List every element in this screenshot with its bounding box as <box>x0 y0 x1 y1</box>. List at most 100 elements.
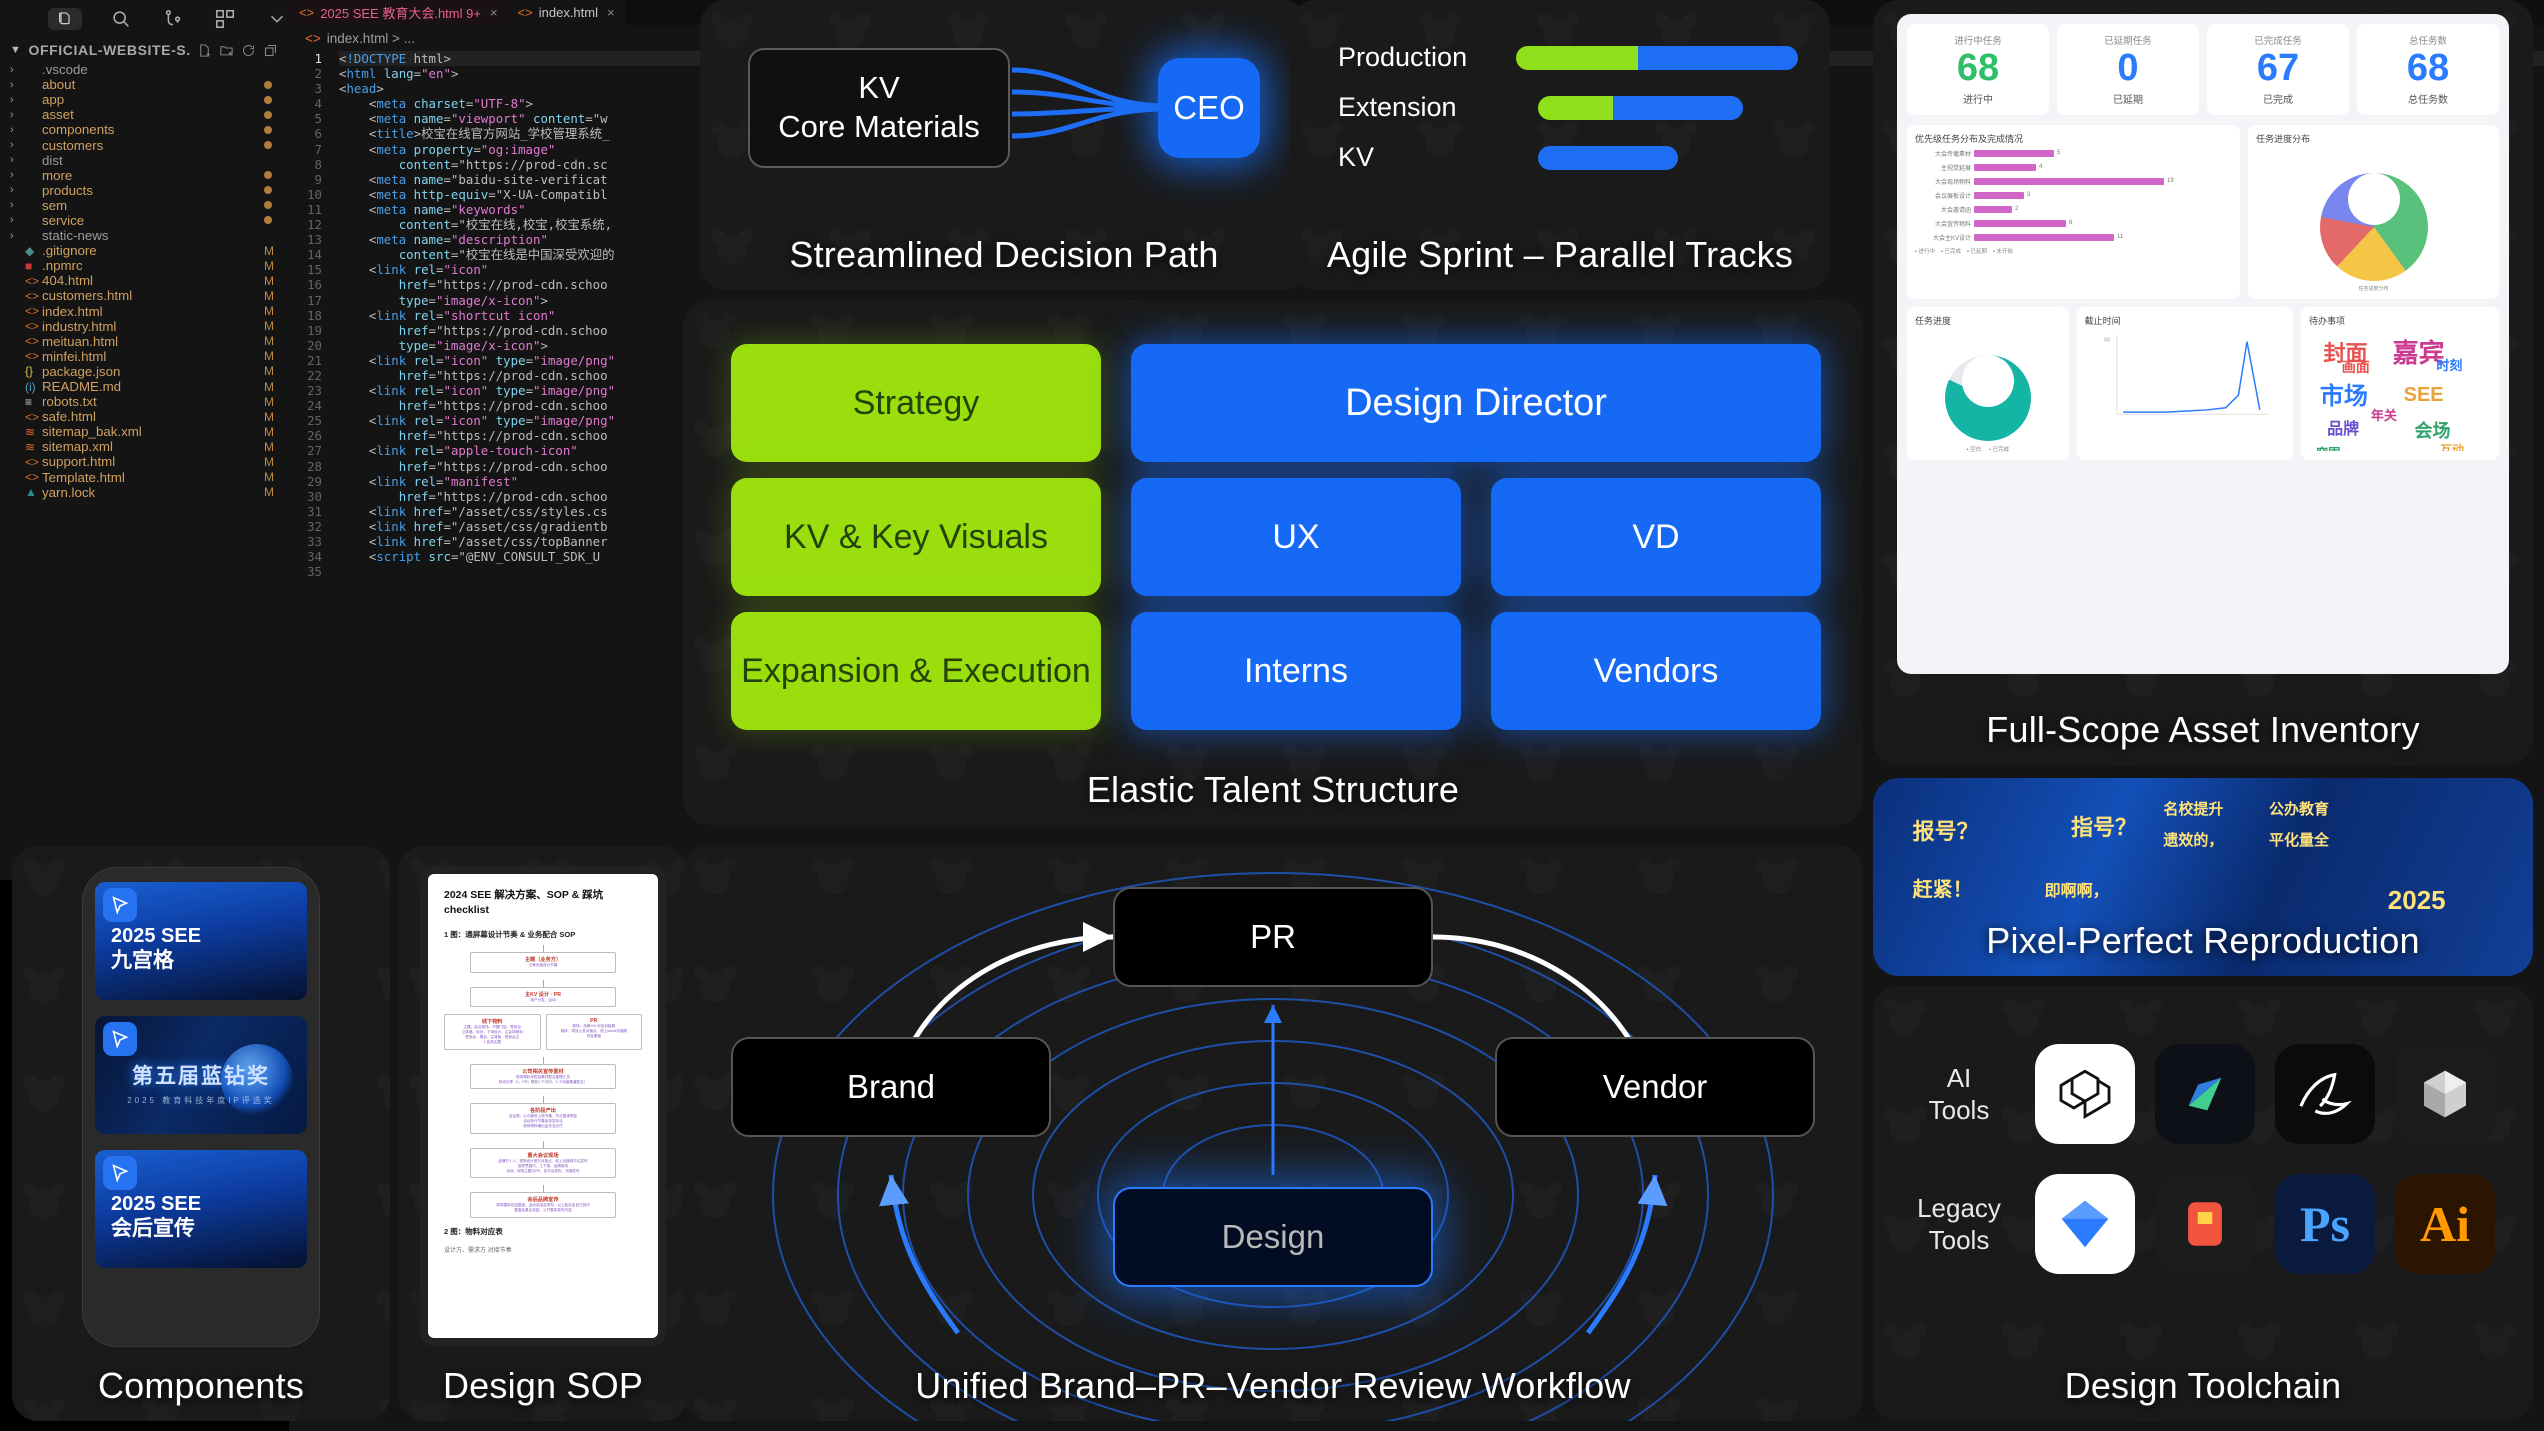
editor-tab[interactable]: <>index.html× <box>507 0 625 25</box>
kv-core-materials-node: KV Core Materials <box>748 48 1010 168</box>
flow-node: 线下物料主题、会议现场、不限门店、签到台立体墙、标识、下场设计、主会场物料签到台… <box>444 1013 541 1050</box>
workflow-node-brand[interactable]: Brand <box>731 1037 1051 1137</box>
file-name: .vscode <box>42 62 88 78</box>
talent-node-ux[interactable]: UX <box>1131 478 1461 596</box>
explorer-folder-row[interactable]: ›customers <box>0 137 288 153</box>
code-line: content="https://prod-cdn.sc <box>398 156 608 172</box>
sop-document[interactable]: 2024 SEE 解决方案、SOP & 踩坑 checklist 1 图：通屏幕… <box>428 874 658 1338</box>
talent-node-interns[interactable]: Interns <box>1131 612 1461 730</box>
workflow-node-vendor[interactable]: Vendor <box>1495 1037 1815 1137</box>
explorer-folder-row[interactable]: ›components <box>0 122 288 137</box>
explorer-folder-row[interactable]: ›.vscode <box>0 62 288 77</box>
chevron-right-icon: › <box>10 199 14 212</box>
file-name: Template.html <box>42 469 125 485</box>
talent-node-strategy[interactable]: Strategy <box>731 344 1101 462</box>
close-icon[interactable]: × <box>606 5 615 20</box>
code-line: <link href="/asset/css/gradientb <box>339 518 608 534</box>
git-status-badge: M <box>264 454 274 469</box>
new-file-icon[interactable] <box>197 43 212 58</box>
workflow-node-pr[interactable]: PR <box>1113 887 1433 987</box>
explorer-folder-row[interactable]: ›app <box>0 92 288 107</box>
flow-connector <box>542 1185 544 1193</box>
talent-node-kv[interactable]: KV & Key Visuals <box>731 478 1101 596</box>
talent-node-design-director[interactable]: Design Director <box>1131 344 1821 462</box>
explorer-folder-row[interactable]: ›more <box>0 168 288 183</box>
line-number: 13 <box>307 232 322 248</box>
explorer-folder-row[interactable]: ›dist <box>0 153 288 168</box>
midjourney-icon[interactable] <box>2275 1044 2375 1144</box>
json-file-icon: {} <box>25 364 34 379</box>
editor-tab[interactable]: <>2025 SEE 教育大会.html 9+× <box>289 0 508 25</box>
explorer-folder-row[interactable]: ›products <box>0 183 288 198</box>
gemini-icon[interactable] <box>2155 1044 2255 1144</box>
xml-file-icon: ≋ <box>25 439 36 454</box>
bar-fill <box>1974 163 2036 171</box>
explorer-folder-row[interactable]: ›about <box>0 77 288 92</box>
explorer-folder-row[interactable]: ›service <box>0 213 288 228</box>
file-explorer-list[interactable]: ›.vscode›about›app›asset›components›cust… <box>0 62 288 1431</box>
kpi-sublabel: 已延期 <box>2113 94 2143 106</box>
new-folder-icon[interactable] <box>219 43 234 58</box>
figma-icon[interactable] <box>2155 1174 2255 1274</box>
talent-node-vendors[interactable]: Vendors <box>1491 612 1821 730</box>
explorer-header[interactable]: ▼ OFFICIAL-WEBSITE-S... <box>0 36 288 64</box>
cube-icon[interactable] <box>2395 1044 2495 1144</box>
sketch-icon[interactable] <box>2035 1174 2135 1274</box>
git-status-badge: M <box>264 319 274 334</box>
thumbnail-item[interactable]: 第五届蓝钻奖 2025 教育科技年度IP评选奖 <box>95 1016 307 1134</box>
md-file-icon: (i) <box>25 379 36 394</box>
line-number: 23 <box>307 383 322 399</box>
files-icon[interactable] <box>48 8 82 30</box>
thumbnail-item[interactable]: 2025 SEE 会后宣传 <box>95 1150 307 1268</box>
code-line: <link href="/asset/css/styles.cs <box>339 503 608 519</box>
kpi-number: 67 <box>2256 47 2300 89</box>
line-number: 33 <box>307 534 322 549</box>
code-line: href="https://prod-cdn.schoo <box>398 277 608 293</box>
file-name: components <box>42 122 115 138</box>
chevron-down-icon[interactable] <box>264 8 290 30</box>
explorer-folder-row[interactable]: ›static-news <box>0 228 288 243</box>
illustrator-icon[interactable]: Ai <box>2395 1174 2495 1274</box>
code-line: <title>校宝在线官方网站_学校管理系统_ <box>339 126 610 142</box>
workflow-node-design[interactable]: Design <box>1113 1187 1433 1287</box>
collapse-all-icon[interactable] <box>263 43 278 58</box>
flow-node: 公司相关宣传素材现场物料采购及素材配合整理汇总阶段分享（1、PR）提前1 个月内… <box>469 1063 617 1089</box>
photoshop-icon[interactable]: Ps <box>2275 1174 2375 1274</box>
close-icon[interactable]: × <box>489 5 498 20</box>
talent-node-vd[interactable]: VD <box>1491 478 1821 596</box>
explorer-folder-row[interactable]: ›sem <box>0 198 288 213</box>
refresh-icon[interactable] <box>241 43 256 58</box>
word-cloud-word: 市场 <box>2319 383 2368 411</box>
bar-value: 5 <box>2057 150 2061 157</box>
talent-node-expansion[interactable]: Expansion & Execution <box>731 612 1101 730</box>
thumbnail-item[interactable]: 2025 SEE 九宫格 <box>95 882 307 1000</box>
search-icon[interactable] <box>108 8 134 30</box>
card-title: Pixel-Perfect Reproduction <box>1986 920 2420 961</box>
extensions-icon[interactable] <box>212 8 238 30</box>
line-number: 20 <box>307 337 322 353</box>
openai-icon[interactable] <box>2035 1044 2135 1144</box>
explorer-folder-row[interactable]: ›asset <box>0 107 288 122</box>
source-control-icon[interactable] <box>160 8 186 30</box>
word-cloud-word: 会场 <box>2414 421 2451 442</box>
